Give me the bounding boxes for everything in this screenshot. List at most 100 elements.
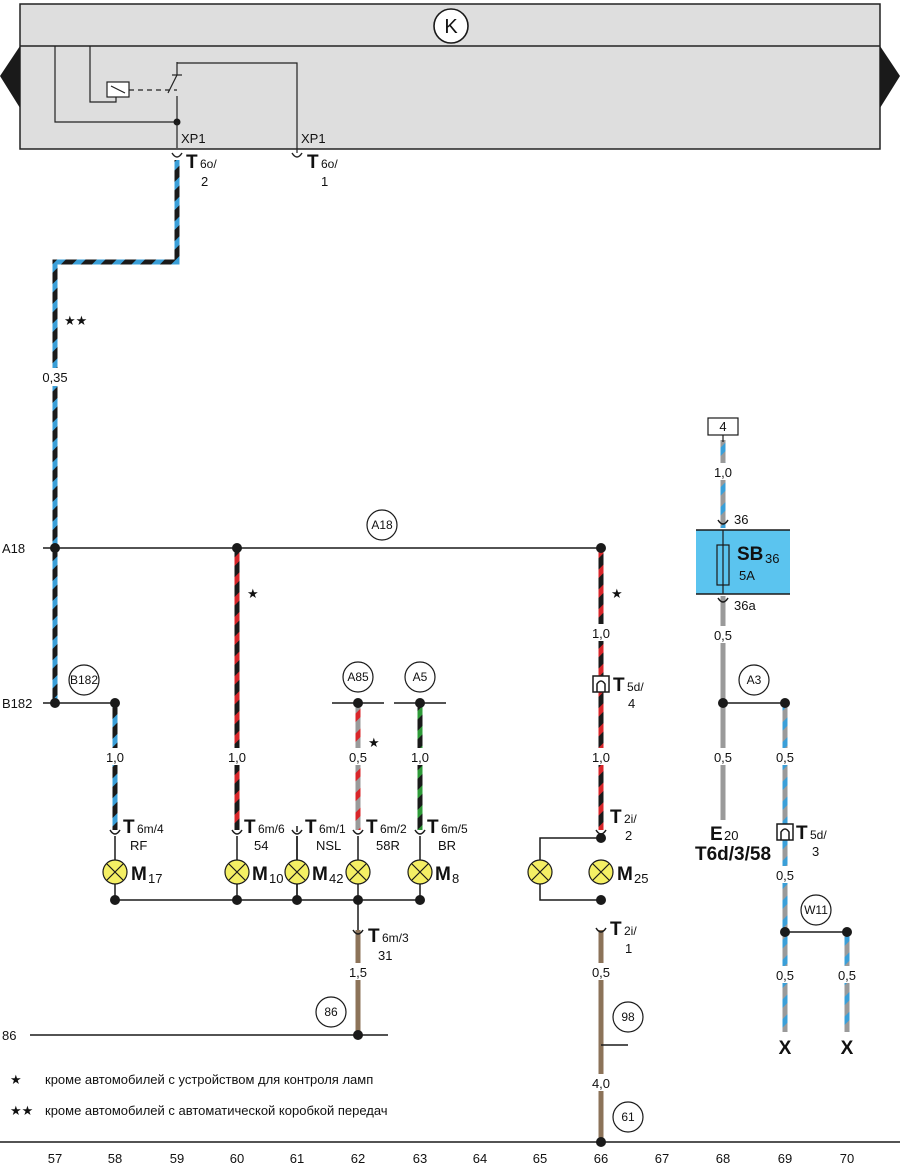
svg-text:A5: A5 — [413, 670, 428, 684]
svg-text:25: 25 — [634, 871, 648, 886]
column-number: 66 — [594, 1151, 608, 1166]
svg-text:NSL: NSL — [316, 838, 341, 853]
svg-text:T6d/3/58: T6d/3/58 — [695, 844, 771, 865]
column-number: 69 — [778, 1151, 792, 1166]
fuse-label: SB 36 5A — [737, 544, 779, 583]
svg-text:SB: SB — [737, 544, 763, 565]
connector-t6m5: T 6m/5 BR — [427, 817, 468, 853]
fuse-box — [696, 530, 790, 594]
fuse-pin-out: 36a — [734, 598, 756, 613]
svg-text:M: M — [131, 864, 147, 885]
lamp-label-m42: M 42 — [312, 864, 343, 886]
column-number: 64 — [473, 1151, 487, 1166]
svg-text:58R: 58R — [376, 838, 400, 853]
svg-text:8: 8 — [452, 871, 459, 886]
wire-size-labels: 0,35 ★★ ★ ★ ★ 1,0 1,0 0,5 1,0 1,0 1,0 1,… — [36, 313, 862, 1091]
svg-text:★: ★ — [10, 1072, 22, 1087]
feed-size: 0,35 — [42, 370, 67, 385]
connector-t6m6: T 6m/6 54 — [244, 817, 285, 853]
fuse-in-size: 1,0 — [714, 465, 732, 480]
continuation-x-70: X — [841, 1038, 854, 1059]
bus-label-b182: B182 — [2, 696, 32, 711]
w11-size-a: 0,5 — [776, 968, 794, 983]
svg-text:T: T — [305, 817, 317, 838]
svg-text:6m/6: 6m/6 — [258, 822, 285, 836]
svg-text:6m/5: 6m/5 — [441, 822, 468, 836]
feed-wire-black-blue — [52, 160, 180, 703]
relay-connector-a-pin: 2 — [201, 174, 208, 189]
svg-text:1: 1 — [625, 941, 632, 956]
svg-text:5A: 5A — [739, 568, 755, 583]
m42-size: 0,5 — [349, 750, 367, 765]
node-61: 61 — [612, 1101, 644, 1133]
fuse-out-size: 0,5 — [714, 628, 732, 643]
a18-note: ★ — [247, 586, 259, 601]
svg-text:2: 2 — [625, 828, 632, 843]
node-a85: A85 — [342, 661, 374, 693]
svg-text:54: 54 — [254, 838, 268, 853]
e20-size: 0,5 — [714, 750, 732, 765]
column-number: 67 — [655, 1151, 669, 1166]
connector-t6m1: T 6m/1 NSL — [305, 817, 346, 853]
svg-text:B182: B182 — [70, 673, 98, 687]
svg-text:5d/: 5d/ — [810, 828, 827, 842]
relay-connector-b: XP1 T 6o/ 1 — [291, 131, 338, 189]
svg-text:RF: RF — [130, 838, 147, 853]
m8-size: 1,0 — [411, 750, 429, 765]
relay-connector-b-plug: T — [307, 152, 319, 173]
svg-text:T: T — [796, 823, 808, 844]
svg-text:17: 17 — [148, 871, 162, 886]
bus-label-a18: A18 — [2, 541, 25, 556]
node-w11: W11 — [800, 894, 832, 926]
column-numbers: 57 58 59 60 61 62 63 64 65 66 67 68 69 7… — [48, 1151, 854, 1166]
svg-text:98: 98 — [621, 1010, 635, 1024]
lamp-icon-m25-b — [588, 859, 614, 885]
lamp-icon-m25-a — [527, 859, 553, 885]
svg-text:T: T — [244, 817, 256, 838]
svg-text:4: 4 — [628, 696, 635, 711]
connector-t6m3: T 6m/3 31 — [368, 926, 409, 963]
node-a5: A5 — [404, 661, 436, 693]
node-b182: B182 — [68, 664, 100, 696]
svg-text:T: T — [610, 919, 622, 940]
lamp-icon-m42-b — [345, 859, 371, 885]
svg-text:T: T — [613, 675, 625, 696]
svg-text:42: 42 — [329, 871, 343, 886]
column-number: 65 — [533, 1151, 547, 1166]
relay-switch-icon — [54, 46, 298, 148]
svg-text:T: T — [368, 926, 380, 947]
lamp-label-m17: M 17 — [131, 864, 162, 886]
svg-text:A3: A3 — [747, 673, 762, 687]
svg-text:W11: W11 — [804, 903, 828, 917]
relay-connector-b-sub: 6o/ — [321, 157, 338, 171]
connector-t6m2: T 6m/2 58R — [366, 817, 407, 853]
relay-connector-b-code: XP1 — [301, 131, 326, 146]
bus-label-86: 86 — [2, 1028, 16, 1043]
svg-text:T: T — [427, 817, 439, 838]
column-number: 59 — [170, 1151, 184, 1166]
node-a18: A18 — [366, 509, 398, 541]
connector-t2i2: T 2i/ 2 — [610, 807, 637, 843]
connector-t5d4: T 5d/ 4 — [592, 675, 644, 711]
column-number: 70 — [840, 1151, 854, 1166]
fuse-icon — [716, 530, 730, 594]
node-86: 86 — [315, 996, 347, 1028]
relay-connector-a: XP1 T 6o/ 2 — [171, 131, 217, 189]
lamp-icon-m10 — [224, 859, 250, 885]
svg-text:кроме автомобилей с автоматиче: кроме автомобилей с автоматической короб… — [45, 1103, 388, 1118]
svg-text:6m/2: 6m/2 — [380, 822, 407, 836]
m25-note: ★ — [611, 586, 623, 601]
switch-e20-label: E 20 T6d/3/58 — [695, 824, 771, 865]
m25-size-b: 1,0 — [592, 750, 610, 765]
legend-item-1: ★ кроме автомобилей с устройством для ко… — [10, 1072, 373, 1087]
lamp-icon-m42-a — [284, 859, 310, 885]
continuation-x-69: X — [779, 1038, 792, 1059]
node-98: 98 — [612, 1001, 644, 1033]
legend-item-2: ★★ кроме автомобилей с автоматической ко… — [10, 1103, 388, 1118]
svg-text:3: 3 — [812, 844, 819, 859]
svg-text:T: T — [610, 807, 622, 828]
column-number: 61 — [290, 1151, 304, 1166]
connector-t6m4: T 6m/4 RF — [123, 817, 164, 853]
a3-size: 0,5 — [776, 750, 794, 765]
